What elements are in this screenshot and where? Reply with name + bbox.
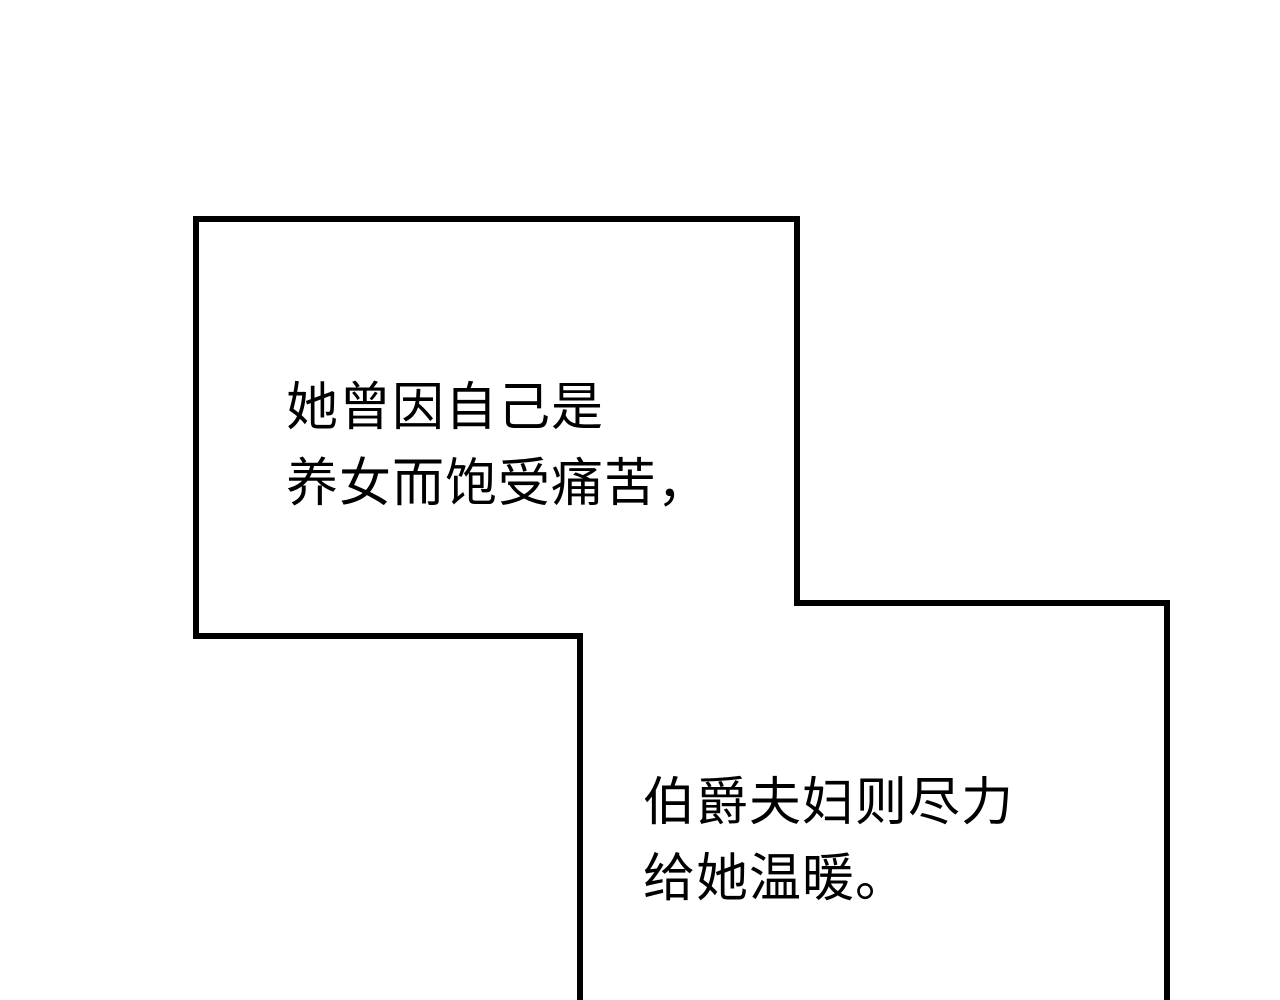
caption-line: 伯爵夫妇则尽力 [643,773,1015,833]
caption-line: 给她温暖。 [643,849,909,909]
caption-line: 养女而饱受痛苦， [286,454,711,514]
caption-line: 她曾因自己是 [286,378,605,438]
narration-caption-1: 她曾因自己是 养女而饱受痛苦， [286,370,710,522]
narration-caption-2: 伯爵夫妇则尽力 给她温暖。 [643,765,1014,917]
connected-caption-boxes [193,216,1170,1000]
